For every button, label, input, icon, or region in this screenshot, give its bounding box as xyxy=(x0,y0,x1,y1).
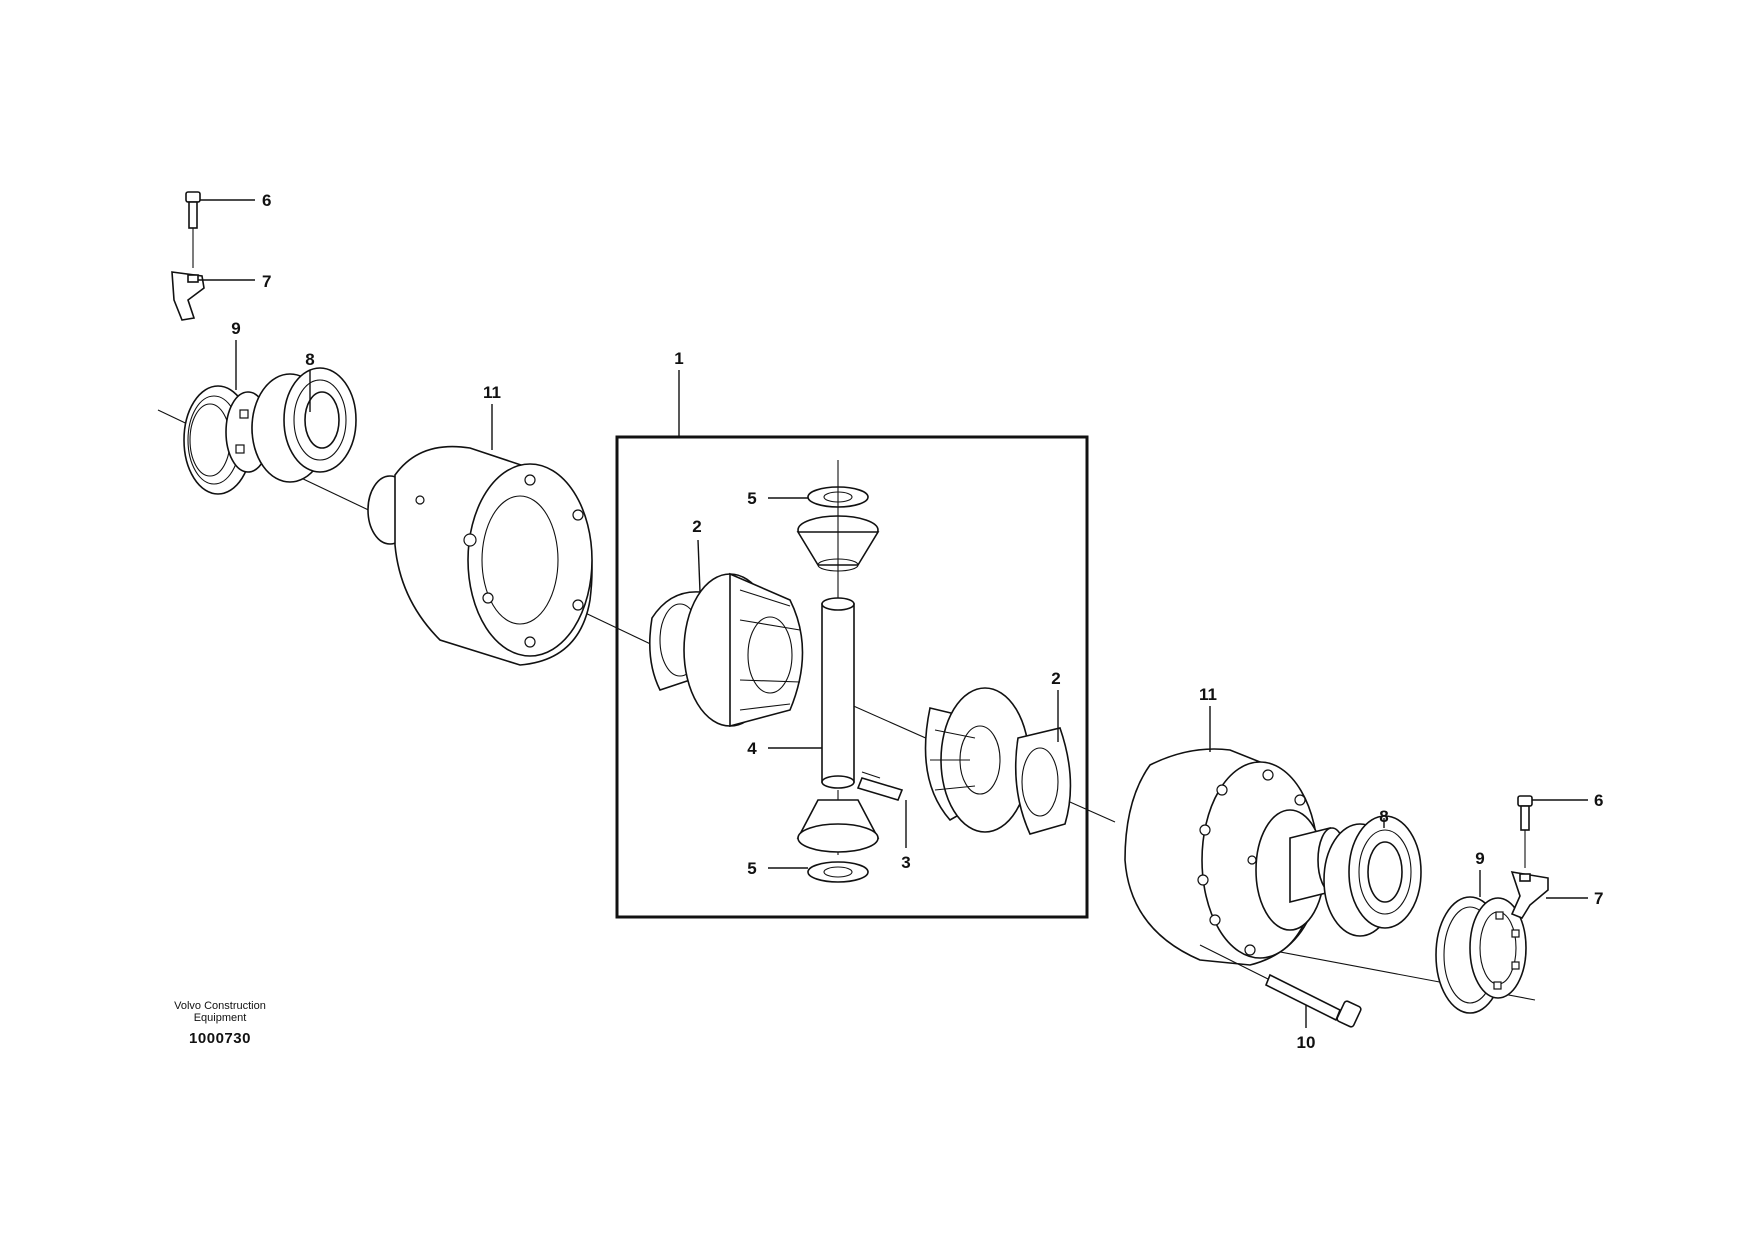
credit-line-2: Equipment xyxy=(193,1012,247,1024)
bolt-top-left xyxy=(185,191,201,268)
differential-housing-right xyxy=(1124,748,1325,966)
cross-shaft xyxy=(821,597,855,789)
bolt-right xyxy=(1517,795,1533,868)
publisher-credit: Volvo Construction Equipment 1000730 xyxy=(140,1000,300,1047)
callout-3: 3 xyxy=(901,853,910,872)
callout-11-left: 11 xyxy=(483,383,501,402)
callout-11-right: 11 xyxy=(1199,685,1217,704)
callout-6-top: 6 xyxy=(262,191,271,210)
callout-2-right: 2 xyxy=(1051,669,1060,688)
callout-8-right: 8 xyxy=(1379,807,1388,826)
lock-pin xyxy=(856,771,904,801)
callout-8-left: 8 xyxy=(305,350,314,369)
lock-plate-right xyxy=(1510,870,1549,919)
callout-1: 1 xyxy=(674,349,683,368)
side-gear-right xyxy=(924,687,1030,833)
callout-5-bottom: 5 xyxy=(747,859,756,878)
drawing-number: 1000730 xyxy=(189,1030,251,1047)
credit-line-1: Volvo Construction xyxy=(174,1000,266,1012)
callout-7-top: 7 xyxy=(262,272,271,291)
callout-numbers: 6 7 9 8 11 1 2 5 4 3 5 2 11 6 8 9 7 10 xyxy=(231,191,1603,1052)
callout-2-left: 2 xyxy=(692,517,701,536)
differential-housing-left xyxy=(367,445,593,666)
housing-bolt xyxy=(1199,944,1362,1028)
kit-box xyxy=(615,435,1089,919)
callout-7-right: 7 xyxy=(1594,889,1603,908)
side-gear-washer-right xyxy=(1014,727,1072,835)
callout-4: 4 xyxy=(747,739,757,758)
callout-6-right: 6 xyxy=(1594,791,1603,810)
callout-5-top: 5 xyxy=(747,489,756,508)
callout-9-right: 9 xyxy=(1475,849,1484,868)
leader-lines xyxy=(198,199,1588,1028)
lock-plate-top-left xyxy=(171,271,205,321)
bearing-right xyxy=(1323,815,1422,937)
thrust-washer-bottom xyxy=(807,861,869,883)
callout-9-left: 9 xyxy=(231,319,240,338)
adjusting-ring-right xyxy=(1435,896,1527,1014)
callout-10: 10 xyxy=(1297,1033,1316,1052)
pinion-gear-bottom xyxy=(796,799,880,853)
side-gear-left xyxy=(683,572,804,728)
bearing-left xyxy=(251,367,357,483)
